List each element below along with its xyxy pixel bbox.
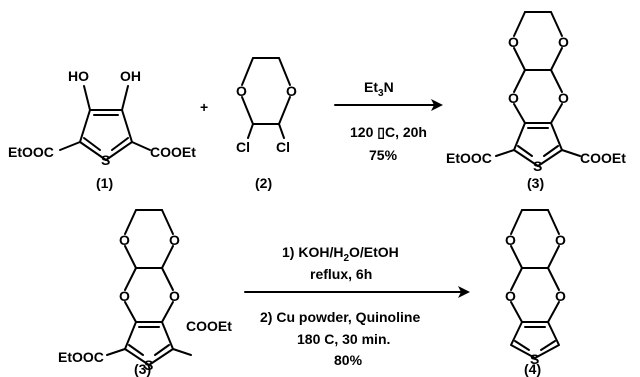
compound-1-sulfur: S (101, 152, 110, 168)
compound-4-o-1: O (505, 232, 516, 248)
compound-3-top-cooet: COOEt (580, 150, 626, 166)
compound-4-sulfur: S (530, 351, 539, 367)
compound-3-top-o-4: O (558, 90, 569, 106)
compound-1-label: (1) (96, 175, 113, 191)
compound-3-bottom-o-1: O (119, 232, 130, 248)
yield-reaction-2: 80% (334, 352, 363, 368)
compound-2-o-right: O (286, 83, 297, 99)
compound-2: O O Cl Cl (2) (236, 57, 297, 191)
step-1-reagents: 1) KOH/H2O/EtOH (282, 244, 399, 264)
compound-4-o-2: O (555, 232, 566, 248)
step-1-conditions: reflux, 6h (310, 266, 372, 282)
reagent-et3n: Et3N (364, 79, 394, 99)
reaction-arrow-1 (334, 99, 443, 111)
compound-4-o-3: O (505, 288, 516, 304)
compound-2-o-left: O (236, 83, 247, 99)
compound-1-etooc: EtOOC (8, 144, 54, 160)
compound-2-cl-left: Cl (236, 139, 250, 155)
compound-3-top: O O O O EtOOC COOEt S (3) (446, 11, 626, 191)
compound-3-top-sulfur: S (533, 158, 542, 174)
compound-1: HO OH EtOOC COOEt S (1) (8, 68, 196, 191)
compound-1-cooet: COOEt (150, 144, 196, 160)
compound-3-top-o-3: O (508, 90, 519, 106)
compound-3-bottom-cooet: COOEt (186, 318, 232, 334)
compound-3-bottom-o-4: O (169, 288, 180, 304)
plus-sign: + (200, 99, 208, 115)
compound-4-o-4: O (555, 288, 566, 304)
compound-3-bottom-etooc: EtOOC (58, 349, 104, 365)
compound-4: O O O O S (4) (505, 209, 566, 377)
compound-4-label: (4) (524, 361, 541, 377)
compound-3-top-etooc: EtOOC (446, 150, 492, 166)
yield-reaction-1: 75% (369, 147, 398, 163)
compound-3-bottom-o-3: O (119, 288, 130, 304)
compound-3-bottom: O O O O EtOOC COOEt S (3) (58, 209, 232, 377)
step-2-conditions: 180 C, 30 min. (297, 331, 390, 347)
conditions-temperature-time: 120 ▯C, 20h (350, 124, 427, 140)
step-2-reagents: 2) Cu powder, Quinoline (260, 309, 420, 325)
compound-3-bottom-o-2: O (169, 232, 180, 248)
compound-1-oh: OH (120, 68, 141, 84)
compound-3-top-o-2: O (558, 34, 569, 50)
reaction-arrow-2 (244, 286, 470, 298)
compound-3-top-label: (3) (527, 175, 544, 191)
compound-3-top-o-1: O (508, 34, 519, 50)
compound-2-label: (2) (255, 175, 272, 191)
compound-3-bottom-label: (3) (134, 361, 151, 377)
compound-2-cl-right: Cl (276, 139, 290, 155)
degree-glyph: ▯ (377, 124, 385, 140)
compound-3-bottom-sulfur: S (144, 357, 153, 373)
compound-1-ho: HO (68, 68, 89, 84)
